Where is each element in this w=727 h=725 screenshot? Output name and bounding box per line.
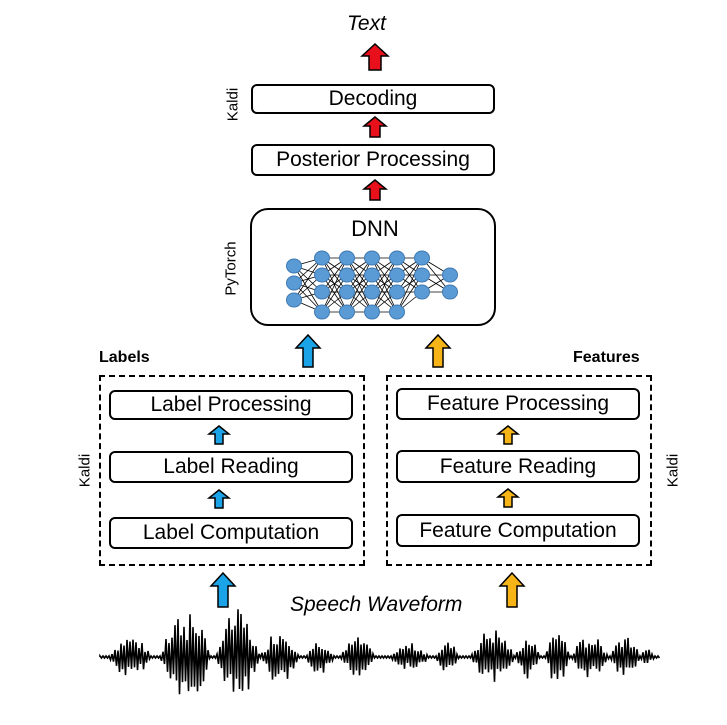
nn-connection [321,257,348,313]
nn-node [314,304,330,320]
nn-node [364,250,380,266]
arrow-label-reading-up [206,425,232,445]
nn-connection [293,257,323,301]
nn-connection [396,257,423,313]
nn-node [364,304,380,320]
nn-node [364,267,380,283]
features-group [386,375,652,566]
nn-connection [293,265,323,313]
nn-node [314,250,330,266]
label-computation-box: Label Computation [109,517,353,549]
label-processing-box: Label Processing [109,390,353,420]
dnn-box [250,208,496,326]
nn-connection [371,257,398,313]
label-reading-box: Label Reading [109,451,353,483]
feature-reading-box: Feature Reading [396,450,640,483]
features-heading: Features [573,349,640,366]
arrow-feature-computation-up [495,488,521,508]
nn-node [414,250,430,266]
labels-group [99,375,365,566]
nn-node [314,267,330,283]
neural-network-graphic [286,250,458,320]
nn-node [389,284,405,300]
nn-node [389,304,405,320]
nn-node [442,284,458,300]
nn-node [339,304,355,320]
posterior-processing-box: Posterior Processing [251,144,495,176]
nn-node [339,267,355,283]
nn-node [286,258,302,274]
kaldi-top-label: Kaldi [224,87,242,122]
output-text-label: Text [347,12,386,35]
nn-connection [346,257,373,313]
nn-node [286,292,302,308]
nn-node [442,267,458,283]
kaldi-labels-label: Kaldi [76,453,94,488]
feature-processing-box: Feature Processing [396,388,640,420]
arrow-label-computation-up [206,489,232,509]
waveform-trace [99,609,661,695]
feature-computation-box: Feature Computation [396,514,640,547]
speech-waveform-graphic [99,609,661,695]
arrow-posterior-up [361,179,389,201]
nn-node [286,275,302,291]
kaldi-features-label: Kaldi [664,453,682,488]
nn-node [314,284,330,300]
nn-node [414,267,430,283]
speech-waveform-label: Speech Waveform [290,593,463,616]
nn-node [389,267,405,283]
arrow-decoding-up [361,116,389,138]
arrow-text-up [360,42,390,71]
arrow-feature-reading-up [495,425,521,445]
nn-node [339,284,355,300]
labels-heading: Labels [99,349,150,366]
arrow-waveform-to-features [498,571,526,608]
dnn-title: DNN [351,216,399,241]
nn-node [364,284,380,300]
arrow-labels-to-dnn [294,333,322,368]
arrow-waveform-to-labels [209,571,237,608]
nn-node [389,250,405,266]
nn-node [414,284,430,300]
decoding-box: Decoding [251,84,495,114]
nn-node [339,250,355,266]
arrow-features-to-dnn [424,333,452,368]
pytorch-label: PyTorch [222,241,240,296]
